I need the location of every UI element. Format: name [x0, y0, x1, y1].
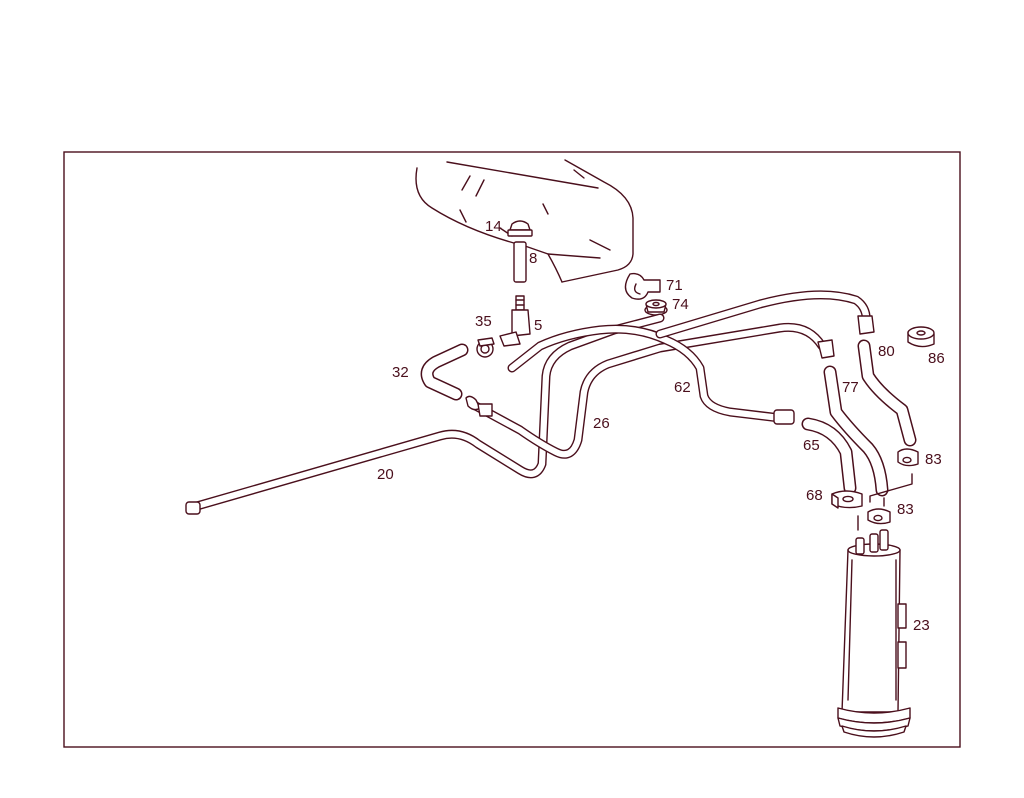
leader-lines [857, 473, 913, 531]
part-32-hose [420, 343, 469, 401]
part-62-fuel-line [507, 324, 795, 425]
part-77-hose [823, 365, 889, 497]
callout-35: 35 [475, 313, 492, 330]
part-83-clamp-lower [867, 508, 891, 525]
part-80-hose [857, 339, 917, 447]
callout-86: 86 [928, 350, 945, 367]
callout-5: 5 [534, 317, 542, 334]
part-8-hose [513, 241, 527, 283]
part-26-fuel-line [465, 322, 835, 459]
part-35-clamp [476, 337, 495, 358]
callout-68: 68 [806, 487, 823, 504]
callout-80: 80 [878, 343, 895, 360]
part-14-cap [507, 220, 533, 237]
callout-71: 71 [666, 277, 683, 294]
callout-32: 32 [392, 364, 409, 381]
part-65-hose [801, 417, 857, 495]
callout-65: 65 [803, 437, 820, 454]
callout-14: 14 [485, 218, 502, 235]
fuel-tank [415, 159, 634, 283]
part-5-elbow-connector [499, 295, 531, 347]
callout-62: 62 [674, 379, 691, 396]
callout-8: 8 [529, 250, 537, 267]
callout-labels: 14 8 71 74 35 5 80 86 32 77 62 26 65 83 … [377, 218, 945, 634]
callout-20: 20 [377, 466, 394, 483]
part-74-grommet [644, 299, 668, 316]
diagram-frame [63, 151, 961, 748]
callout-83-upper: 83 [925, 451, 942, 468]
callout-26: 26 [593, 415, 610, 432]
part-23-fuel-filter [837, 529, 911, 738]
return-line [655, 290, 875, 339]
part-86-bushing [907, 326, 935, 348]
part-71-clip [624, 272, 661, 300]
part-83-clamp-upper [897, 448, 919, 467]
callout-83-lower: 83 [897, 501, 914, 518]
part-68-clamp [831, 490, 863, 509]
callout-23: 23 [913, 617, 930, 634]
part-20-fuel-line [185, 313, 665, 515]
callout-74: 74 [672, 296, 689, 313]
callout-77: 77 [842, 379, 859, 396]
